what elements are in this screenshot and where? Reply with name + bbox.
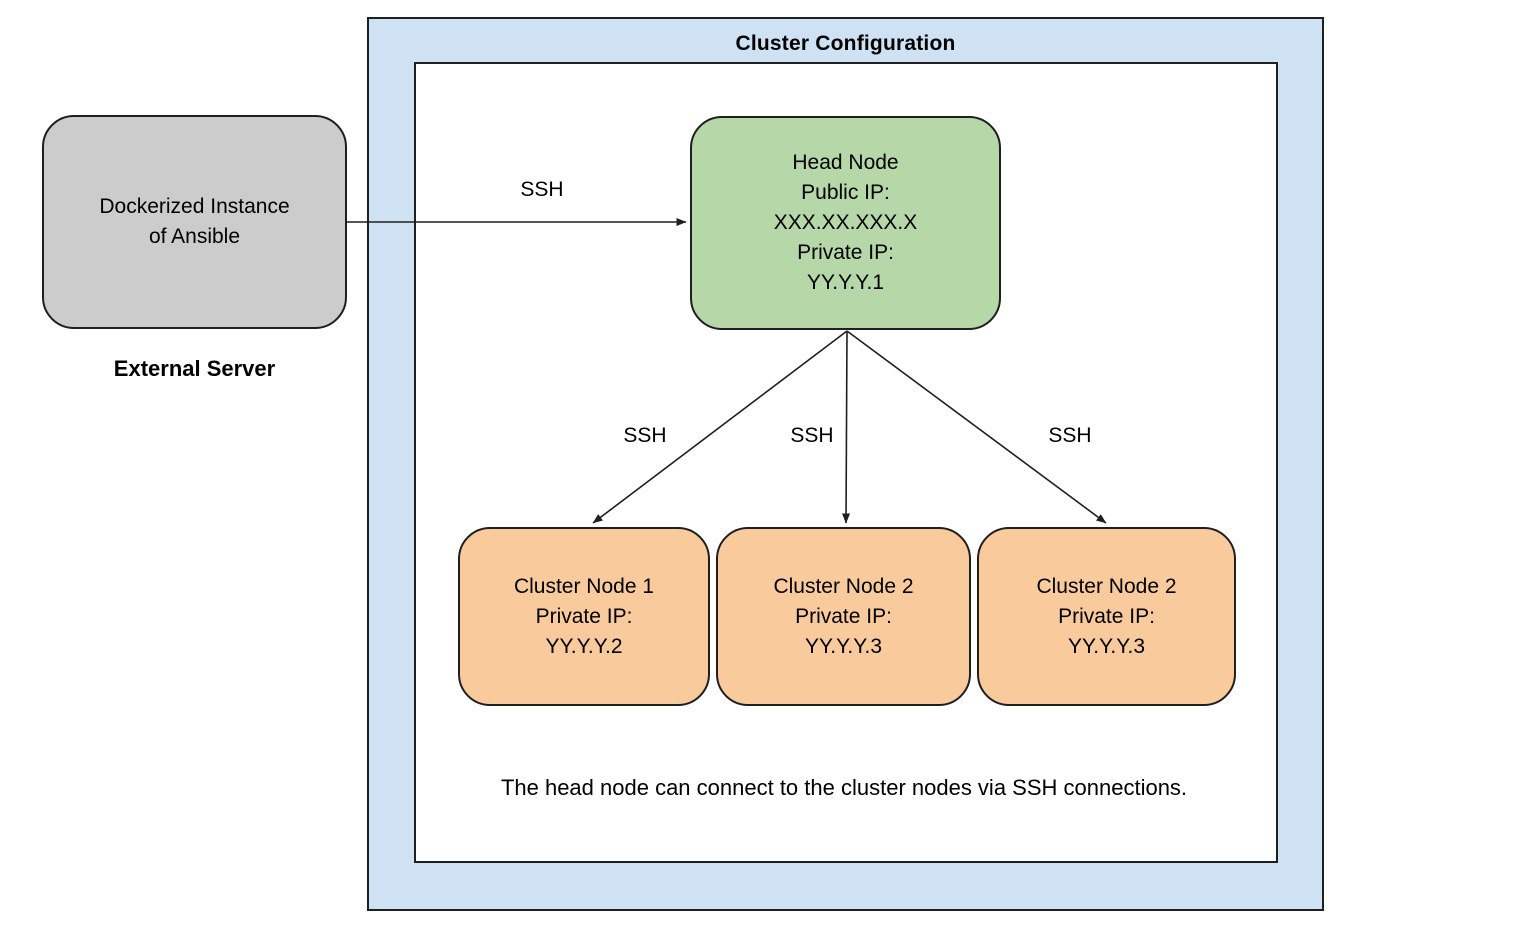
cluster-node-line: YY.Y.Y.3 (1067, 634, 1146, 658)
cluster-node-line: YY.Y.Y.3 (804, 634, 883, 658)
head-node-line: Private IP: (797, 241, 894, 264)
head-node: Head Node Public IP: XXX.XX.XXX.X Privat… (690, 116, 1001, 330)
cluster-node-line: Private IP: (795, 604, 892, 628)
cluster-node-line: Cluster Node 1 (513, 574, 655, 598)
ssh-label-head-to-node1: SSH (623, 424, 667, 447)
external-server-caption: External Server (113, 356, 276, 381)
head-node-line: Public IP: (801, 181, 890, 204)
external-server-node: Dockerized Instance of Ansible (42, 115, 347, 329)
cluster-node-2: Cluster Node 2 Private IP: YY.Y.Y.3 (716, 527, 971, 706)
cluster-node-line: Cluster Node 2 (773, 574, 914, 598)
cluster-node-3: Cluster Node 2 Private IP: YY.Y.Y.3 (977, 527, 1236, 706)
cluster-configuration-title: Cluster Configuration (735, 32, 956, 55)
external-server-line: Dockerized Instance (99, 195, 290, 218)
cluster-node-1: Cluster Node 1 Private IP: YY.Y.Y.2 (458, 527, 710, 706)
ssh-label-external-to-head: SSH (520, 178, 564, 201)
external-server-line: of Ansible (148, 225, 241, 248)
ssh-label-head-to-node3: SSH (1048, 424, 1092, 447)
cluster-node-line: Private IP: (535, 604, 633, 628)
head-node-line: XXX.XX.XXX.X (773, 211, 918, 234)
cluster-node-line: YY.Y.Y.2 (545, 634, 623, 658)
head-node-line: Head Node (792, 151, 899, 174)
footnote-text: The head node can connect to the cluster… (500, 775, 1188, 800)
ssh-label-head-to-node2: SSH (790, 424, 834, 447)
cluster-node-line: Private IP: (1058, 604, 1155, 628)
head-node-line: YY.Y.Y.1 (806, 271, 885, 294)
cluster-node-line: Cluster Node 2 (1036, 574, 1177, 598)
